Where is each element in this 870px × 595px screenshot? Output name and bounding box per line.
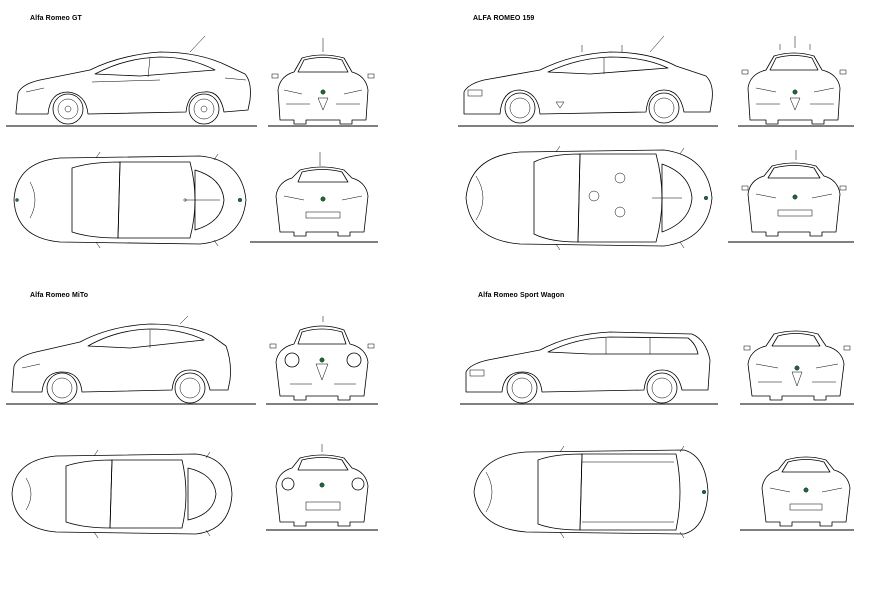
mito-side-view: [6, 315, 256, 405]
sportwagon-rear-view: [740, 456, 854, 531]
sportwagon-front-view: [740, 330, 854, 405]
gt-side-view: [6, 35, 257, 127]
mito-rear-view: [266, 444, 378, 531]
sportwagon-top-view: [473, 445, 709, 539]
gt-rear-view: [250, 152, 378, 243]
159-front-view: [738, 36, 854, 127]
title-alfa-romeo-sport-wagon: Alfa Romeo Sport Wagon: [478, 292, 565, 299]
159-rear-view: [728, 150, 854, 243]
gt-top-view: [13, 151, 247, 249]
159-top-view: [465, 145, 713, 251]
title-alfa-romeo-159: ALFA ROMEO 159: [473, 15, 535, 22]
159-side-view: [458, 35, 718, 127]
mito-front-view: [266, 316, 378, 405]
sportwagon-side-view: [460, 331, 718, 405]
title-alfa-romeo-gt: Alfa Romeo GT: [30, 15, 82, 22]
mito-top-view: [11, 449, 233, 539]
title-alfa-romeo-mito: Alfa Romeo MiTo: [30, 292, 89, 299]
gt-front-view: [268, 38, 378, 127]
